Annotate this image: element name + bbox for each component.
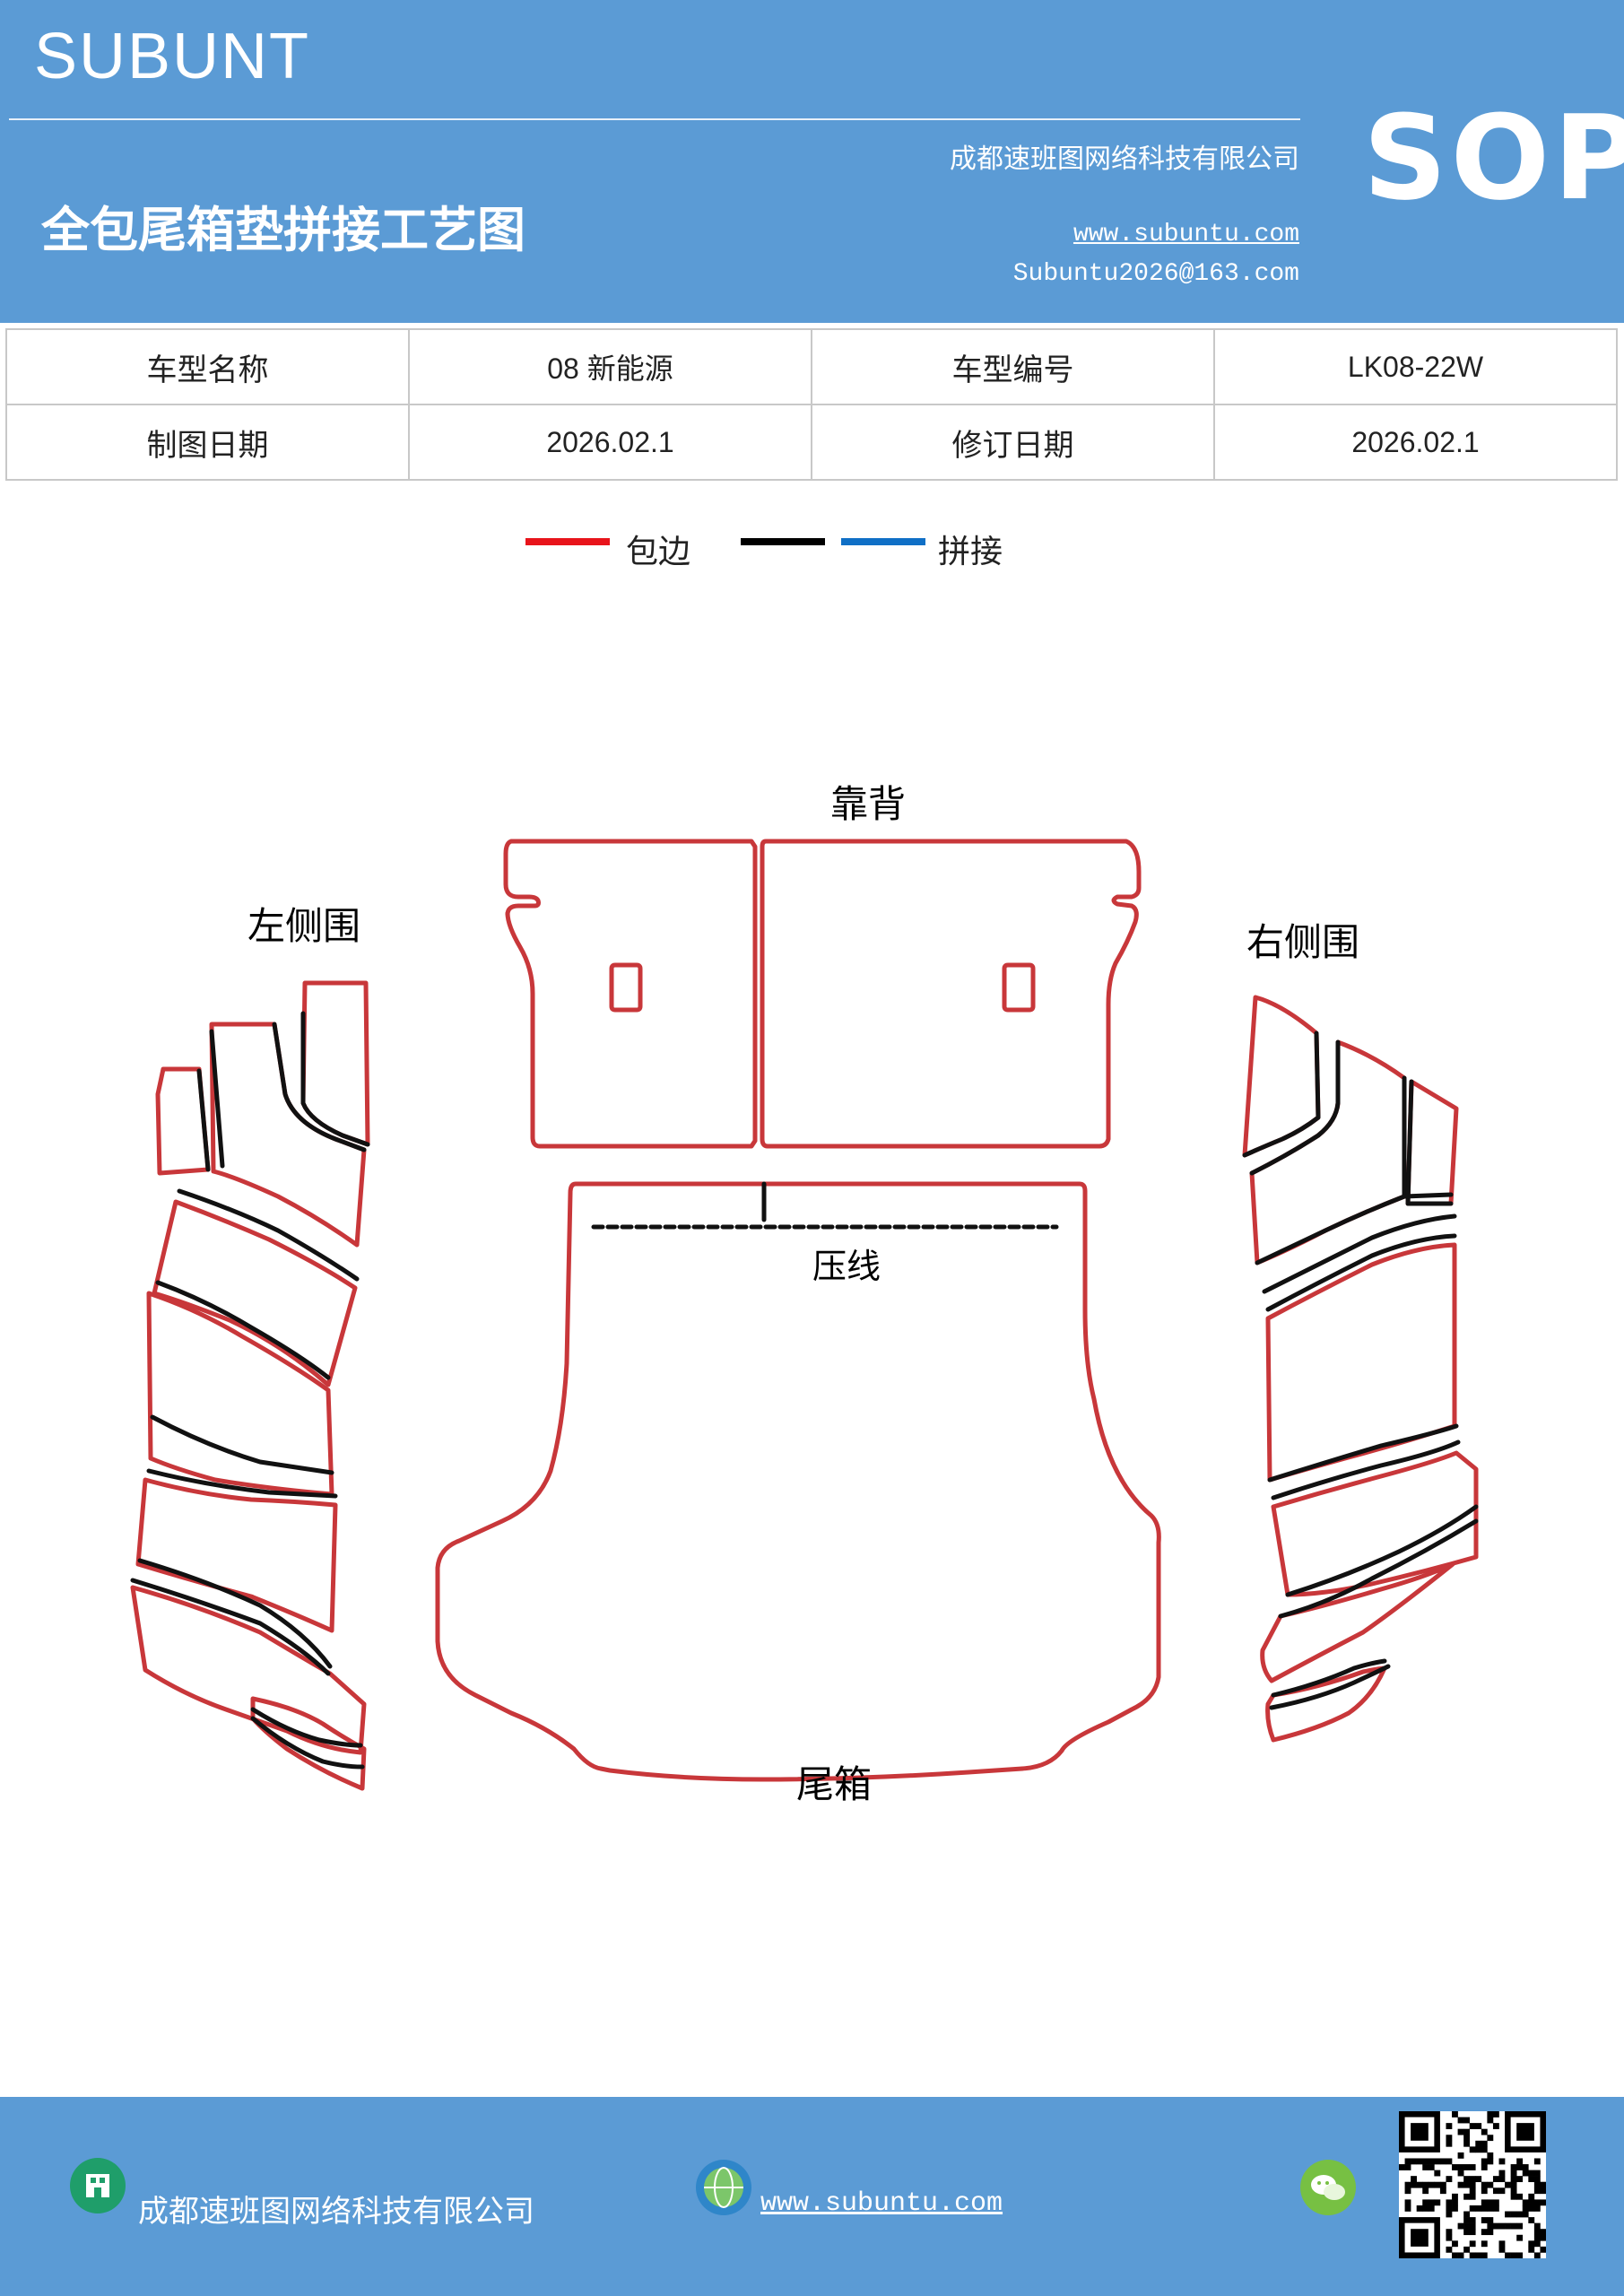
left-side-piece-6	[135, 1477, 338, 1633]
left-side-label: 左侧围	[248, 904, 360, 948]
right-side-piece-6	[1260, 1561, 1455, 1683]
right-seam-11	[1278, 1518, 1479, 1619]
right-side-piece-1	[1242, 995, 1321, 1158]
right-seam-12	[1271, 1658, 1387, 1698]
line-legend: 包边 拼接	[0, 522, 1624, 576]
email-address[interactable]: Subuntu2026@163.com	[1012, 260, 1299, 288]
backrest-right-slot	[1002, 962, 1036, 1013]
trunk-label: 尾箱	[796, 1762, 872, 1806]
model-name-value: 08 新能源	[408, 328, 812, 405]
sop-badge: SOP	[1363, 90, 1624, 226]
qr-code	[1399, 2111, 1547, 2259]
wechat-icon	[1300, 2160, 1356, 2215]
footer-website-link[interactable]: www.subuntu.com	[760, 2188, 1003, 2219]
model-name-label: 车型名称	[5, 328, 410, 405]
left-seam-2	[272, 1022, 367, 1152]
left-side-piece-7	[130, 1585, 367, 1755]
right-side-piece-5	[1271, 1450, 1479, 1597]
backrest-right-panel	[760, 839, 1142, 1149]
legend-edge-label: 包边	[626, 534, 691, 570]
left-seam-12	[250, 1716, 365, 1770]
right-side-label: 右侧围	[1246, 920, 1359, 964]
table-row: 车型名称 08 新能源 车型编号 LK08-22W	[5, 328, 1618, 405]
draw-date-label: 制图日期	[5, 404, 410, 481]
draw-date-value: 2026.02.1	[408, 404, 812, 481]
vehicle-info-table: 车型名称 08 新能源 车型编号 LK08-22W 制图日期 2026.02.1…	[5, 328, 1618, 481]
legend-edge-line	[525, 538, 610, 545]
left-seam-5	[177, 1188, 360, 1282]
header-divider	[9, 118, 1300, 120]
mat-pattern-diagram: 靠背 左侧围 右侧围 压线 尾箱	[130, 782, 1479, 1806]
left-seam-4	[196, 1068, 211, 1172]
revision-date-label: 修订日期	[811, 404, 1215, 481]
left-seam-11	[250, 1707, 363, 1748]
brand-name: SUBUNT	[34, 21, 311, 92]
right-seam-10	[1285, 1504, 1479, 1597]
right-side-piece-3	[1405, 1079, 1459, 1206]
left-seam-6	[155, 1280, 331, 1380]
footer-company-name: 成都速班图网络科技有限公司	[138, 2194, 534, 2230]
website-link[interactable]: www.subuntu.com	[1073, 221, 1299, 248]
right-side-piece-7	[1265, 1665, 1387, 1743]
building-icon	[70, 2158, 126, 2213]
left-side-piece-8	[250, 1696, 367, 1791]
left-side-piece-3	[155, 1066, 211, 1176]
left-seam-8	[146, 1468, 338, 1499]
right-seam-9	[1271, 1439, 1461, 1500]
legend-seam-label: 拼接	[938, 534, 1003, 570]
page-footer: 成都速班图网络科技有限公司 www.subuntu.com	[0, 2097, 1624, 2296]
backrest-left-panel	[503, 839, 758, 1149]
revision-date-value: 2026.02.1	[1213, 404, 1618, 481]
backrest-left-slot	[609, 962, 643, 1013]
left-seam-9	[137, 1558, 333, 1669]
trunk-floor-panel	[435, 1181, 1161, 1782]
right-side-piece-4	[1265, 1242, 1457, 1483]
right-seam-2	[1249, 1039, 1341, 1176]
legend-black-line	[741, 538, 825, 545]
legend-seam-line	[841, 538, 925, 545]
left-side-piece-4	[152, 1199, 358, 1387]
globe-icon	[696, 2160, 751, 2215]
right-seam-1	[1242, 1031, 1321, 1158]
right-seam-7	[1265, 1233, 1457, 1312]
right-seam-13	[1269, 1664, 1391, 1710]
table-row: 制图日期 2026.02.1 修订日期 2026.02.1	[5, 404, 1618, 481]
left-seam-1	[300, 1011, 370, 1147]
crease-label: 压线	[812, 1247, 881, 1286]
page-header: SUBUNT 全包尾箱垫拼接工艺图 成都速班图网络科技有限公司 www.subu…	[0, 0, 1624, 323]
document-title: 全包尾箱垫拼接工艺图	[41, 201, 525, 258]
left-seam-10	[130, 1578, 331, 1676]
left-seam-3	[209, 1029, 225, 1169]
backrest-label: 靠背	[830, 782, 906, 826]
left-seam-7	[150, 1414, 334, 1475]
model-code-label: 车型编号	[811, 328, 1215, 405]
left-side-piece-1	[300, 980, 370, 1147]
right-seam-5	[1255, 1192, 1454, 1265]
right-seam-6	[1262, 1213, 1457, 1294]
right-seam-8	[1267, 1423, 1459, 1483]
model-code-value: LK08-22W	[1213, 328, 1618, 405]
left-side-piece-5	[146, 1291, 334, 1497]
company-name: 成都速班图网络科技有限公司	[950, 144, 1299, 175]
right-seam-4	[1405, 1079, 1454, 1206]
